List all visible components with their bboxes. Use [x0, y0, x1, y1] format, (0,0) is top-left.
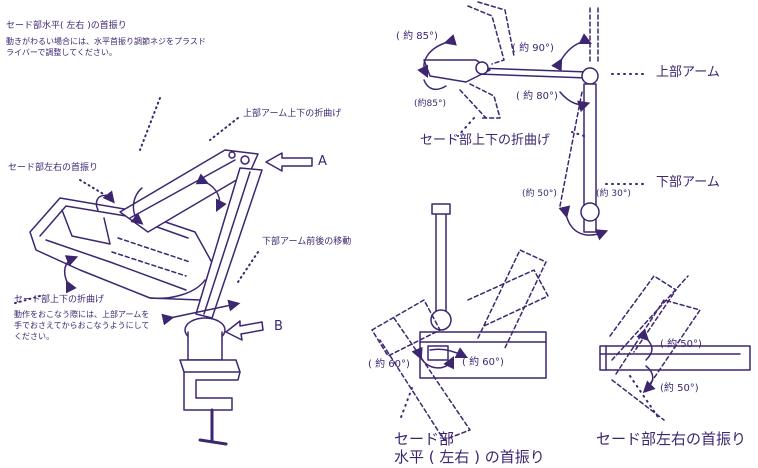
note-shade-horizontal: 動きがわるい場合には、水平首振り調節ネジをプラスドライバーで調整してください。: [6, 37, 206, 57]
angle-50-bottom: (約 50°): [660, 383, 699, 394]
angle-50-top: ( 約 50°): [660, 339, 702, 350]
shade-side-swing-illustration: [599, 275, 751, 421]
top-view-rotation-illustration: [371, 203, 549, 441]
angle-30: (約 30°): [596, 189, 631, 199]
label-shade-horizontal: セード部水平( 左右 )の首振り: [6, 21, 127, 31]
label-shade-updown-right: セード部上下の折曲げ: [420, 133, 551, 148]
leader-lines-right-top: [457, 73, 647, 185]
leader-lines-right-bottom: [399, 375, 661, 421]
caption-shade-lr: セード部左右の首振り: [596, 430, 747, 448]
note-shade-updown: 動作をおこなう際には、上部アームを手でおさえてからおこなうようにしてください。: [14, 310, 150, 341]
lamp-main-illustration: [29, 149, 313, 446]
label-lower-arm-move: 下部アーム前後の移動: [262, 237, 352, 247]
label-lower-arm: 下部アーム: [656, 175, 720, 190]
angle-80: ( 約 80°): [516, 91, 558, 102]
angle-50: (約 50°): [522, 189, 557, 199]
label-arrow-b: B: [274, 319, 283, 334]
label-upper-arm-fold: 上部アーム上下の折曲げ: [243, 109, 342, 119]
label-shade-lr: セード部左右の首振り: [8, 163, 99, 173]
angle-90: ( 約 90°): [512, 43, 554, 54]
caption-horizontal-line2: 水平 ( 左右 ) の首振り: [394, 448, 545, 466]
label-arrow-a: A: [318, 154, 327, 169]
label-upper-arm: 上部アーム: [656, 65, 720, 80]
leader-lines-left: [11, 97, 259, 305]
angle-60-right: ( 約 60°): [462, 357, 504, 368]
caption-horizontal-line1: セード部: [394, 430, 455, 448]
angle-60-left: ( 約 60°): [368, 359, 410, 370]
angle-85-bottom: (約85°): [414, 99, 446, 109]
angle-85-top: ( 約 85°): [396, 31, 438, 42]
side-view-illustration: [417, 1, 609, 241]
label-shade-updown: セード部上下の折曲げ: [14, 295, 105, 305]
